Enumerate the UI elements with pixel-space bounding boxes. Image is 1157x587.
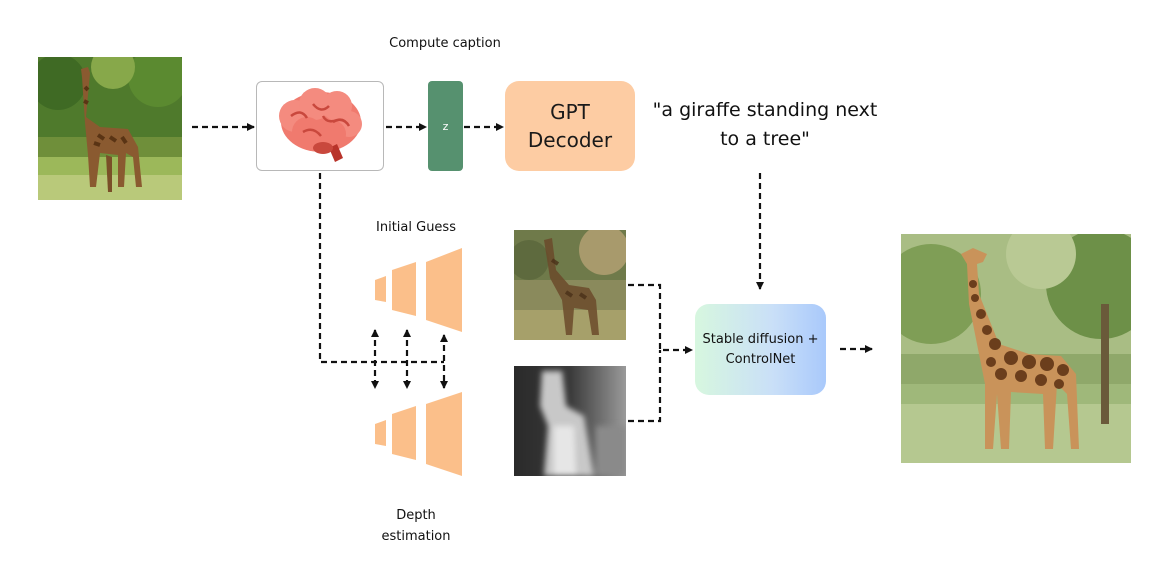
- depth-to-sd: [628, 350, 662, 423]
- gpt-decoder-line2: Decoder: [527, 128, 613, 152]
- initial-guess-to-sd: [628, 283, 693, 354]
- depth-label-line2: estimation: [381, 529, 451, 544]
- compute-caption-label: Compute caption: [389, 36, 501, 51]
- output-giraffe-image: [901, 234, 1131, 463]
- latent-z-box: z: [428, 81, 463, 171]
- unet-block-large-top: [426, 248, 462, 332]
- sd-line1: Stable diffusion +: [702, 331, 819, 347]
- unet-block-small-top: [375, 276, 386, 302]
- caption-line2: to a tree": [720, 128, 810, 150]
- stable-diffusion-controlnet-box: Stable diffusion + ControlNet: [695, 304, 826, 395]
- z-label: z: [442, 119, 449, 133]
- initial-guess-label: Initial Guess: [376, 220, 456, 235]
- blurry-giraffe-photo: [514, 230, 626, 340]
- unet-block-medium-bottom: [392, 406, 416, 460]
- depth-estimation-encoder: [375, 392, 462, 476]
- encoder-to-depth-network: [318, 173, 444, 364]
- caption-line1: "a giraffe standing next: [652, 99, 878, 121]
- gpt-decoder-box: GPT Decoder: [505, 81, 635, 171]
- depth-map-image: [514, 366, 626, 476]
- depth-estimation-label: Depth estimation: [350, 505, 482, 547]
- image-encoder-box: [256, 81, 384, 171]
- unet-block-small-bottom: [375, 420, 386, 446]
- depth-label-line1: Depth: [396, 508, 436, 523]
- initial-guess-encoder: [375, 248, 462, 332]
- unet-block-medium-top: [392, 262, 416, 316]
- input-giraffe-image: [38, 57, 182, 200]
- gpt-decoder-line1: GPT: [550, 100, 590, 124]
- unet-block-large-bottom: [426, 392, 462, 476]
- sd-line2: ControlNet: [725, 351, 796, 367]
- brain-icon: [279, 88, 362, 162]
- generated-caption: "a giraffe standing next to a tree": [645, 96, 885, 154]
